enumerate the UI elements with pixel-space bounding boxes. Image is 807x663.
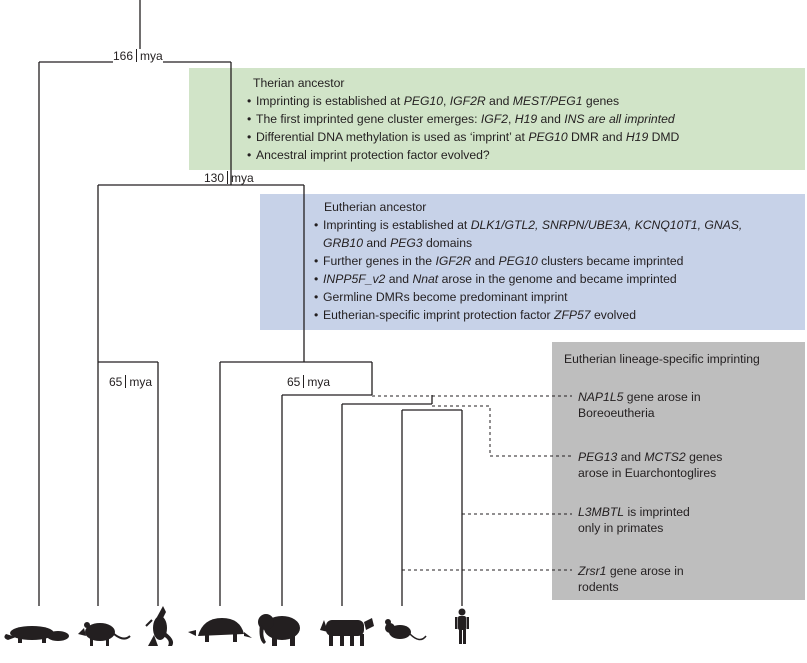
eutherian-ancestor-box: Eutherian ancestor Imprinting is establi… [260, 194, 805, 330]
therian-item: Ancestral imprint protection factor evol… [247, 146, 802, 164]
elephant-icon [258, 614, 300, 646]
therian-list: Imprinting is established at PEG10, IGF2… [247, 92, 802, 164]
eutherian-item: Germline DMRs become predominant imprint [314, 288, 802, 306]
therian-title: Therian ancestor [253, 76, 345, 90]
eutherian-item: Eutherian-specific imprint protection fa… [314, 306, 802, 324]
eutherian-list: Imprinting is established at DLK1/GTL2, … [314, 216, 802, 324]
eutherian-title: Eutherian ancestor [324, 200, 427, 214]
eutherian-item: INPP5F_v2 and Nnat arose in the genome a… [314, 270, 802, 288]
connector-peg13 [432, 405, 572, 457]
therian-item: Differential DNA methylation is used as … [247, 128, 802, 146]
eutherian-item: Imprinting is established at DLK1/GTL2, … [314, 216, 802, 252]
cow-icon [320, 618, 374, 646]
platypus-icon [4, 626, 69, 643]
human-icon [455, 608, 469, 644]
armadillo-icon [188, 618, 252, 642]
therian-ancestor-box: Therian ancestor Imprinting is establish… [189, 68, 805, 170]
lineage-specific-box: Eutherian lineage-specific imprinting [552, 342, 805, 600]
therian-item: The first imprinted gene cluster emerges… [247, 110, 802, 128]
lineage-title: Eutherian lineage-specific imprinting [564, 352, 760, 366]
opossum-icon [78, 622, 131, 646]
kangaroo-icon [145, 606, 174, 646]
eutherian-item: Further genes in the IGF2R and PEG10 clu… [314, 252, 802, 270]
mouse-icon [385, 619, 427, 641]
therian-item: Imprinting is established at PEG10, IGF2… [247, 92, 802, 110]
